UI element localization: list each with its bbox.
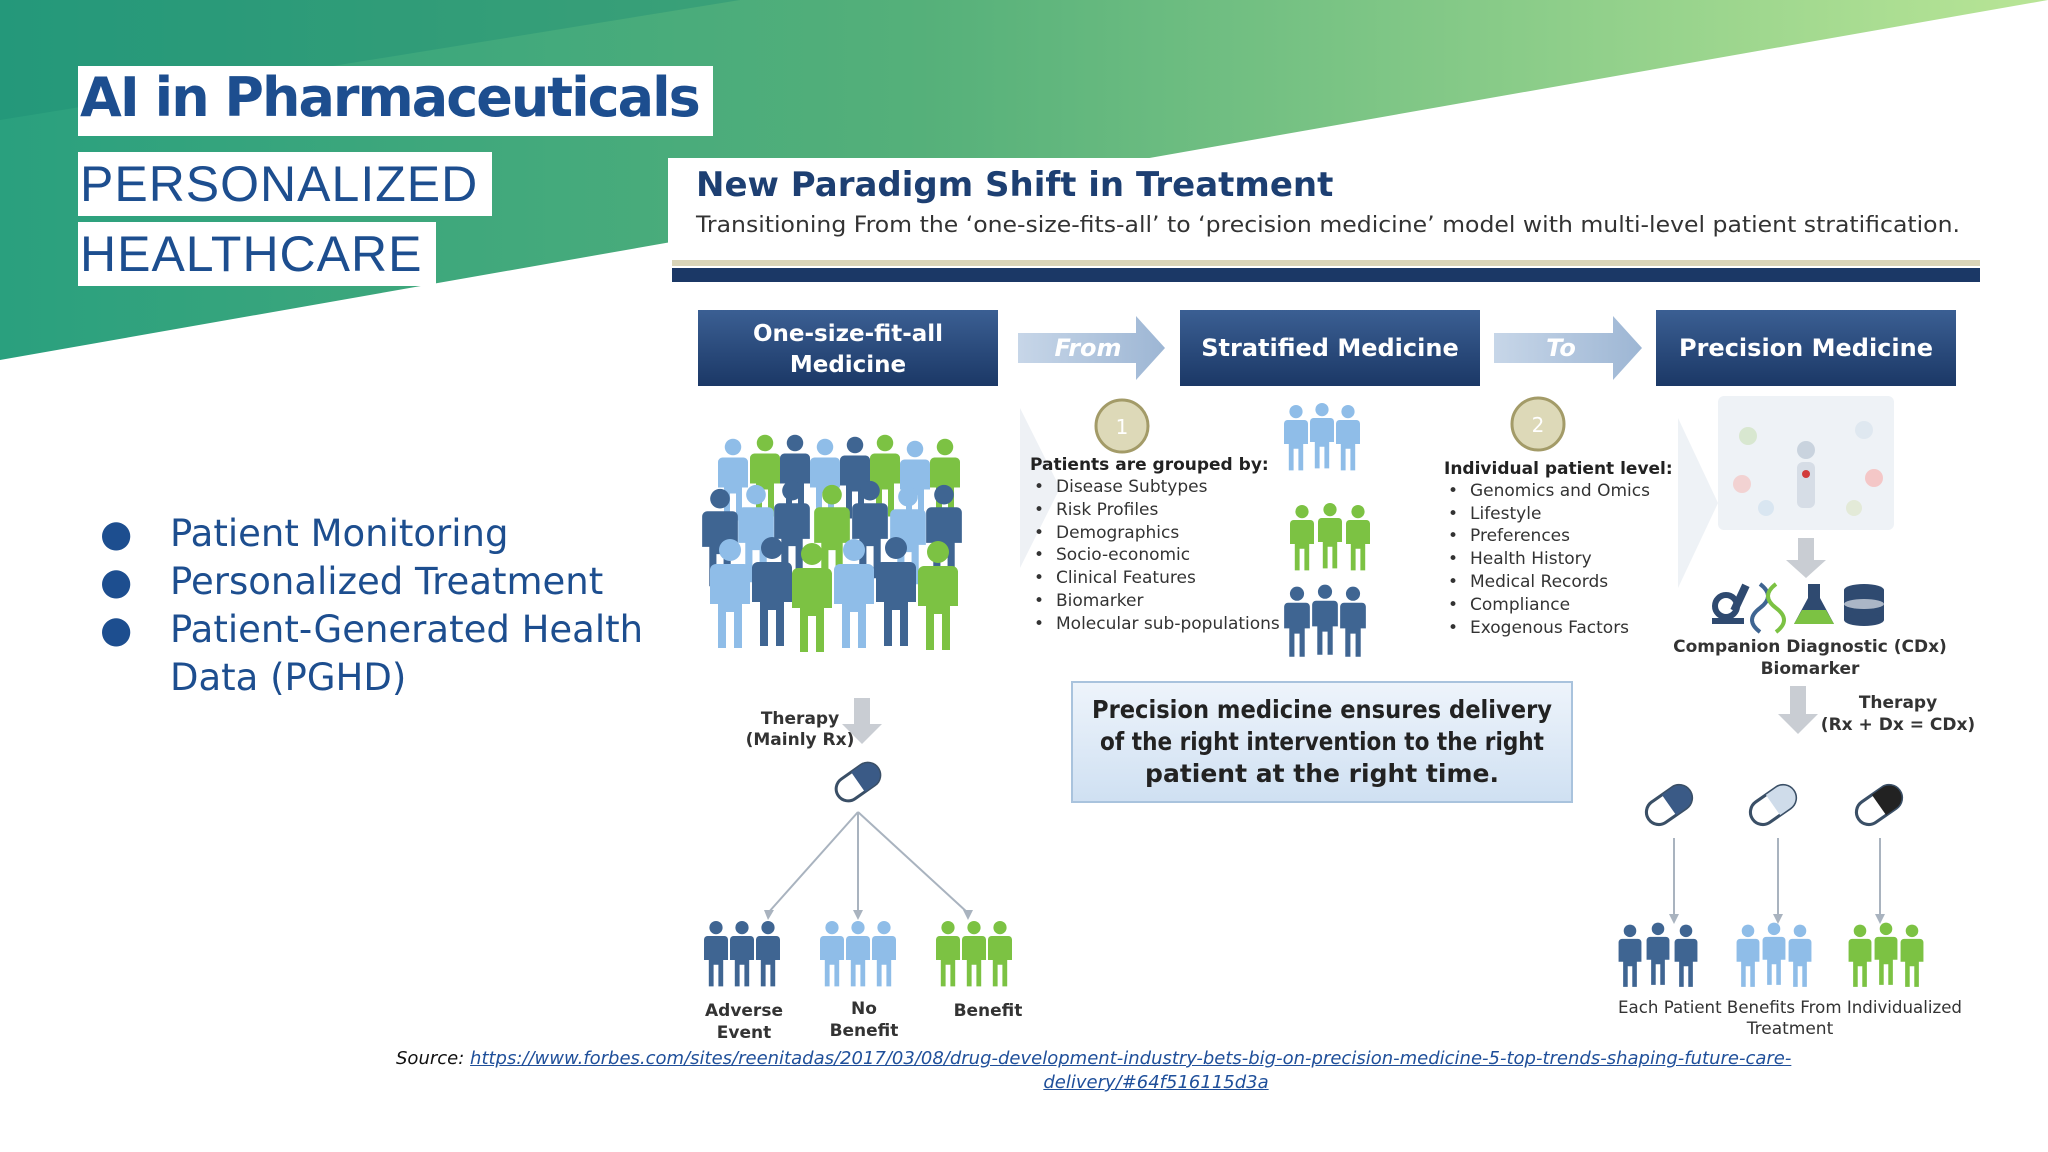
bullet-list: ● Patient Monitoring ● Personalized Treatm…	[98, 510, 730, 702]
svg-text:•: •	[1034, 500, 1044, 520]
callout-line1: Precision medicine ensures delivery	[1092, 695, 1552, 724]
svg-text:•: •	[1448, 618, 1458, 638]
to-arrow-icon: To	[1494, 316, 1642, 380]
therapy2-label-line2: (Rx + Dx = CDx)	[1821, 715, 1975, 735]
outcome-benefit: Benefit	[954, 1001, 1023, 1021]
therapy2-label-line1: Therapy	[1859, 693, 1937, 713]
bullet-dot-icon: ●	[100, 560, 133, 603]
individual-heading: Individual patient level:	[1444, 459, 1673, 479]
cdx-label-line1: Companion Diagnostic (CDx)	[1673, 637, 1947, 657]
individual-item: Medical Records	[1470, 572, 1608, 592]
down-arrow-icon	[1778, 686, 1818, 734]
stage-box-precision-label: Precision Medicine	[1679, 334, 1933, 362]
individual-item: Genomics and Omics	[1470, 481, 1650, 501]
svg-text:•: •	[1448, 481, 1458, 501]
benefit-caption-line2: Treatment	[1746, 1019, 1834, 1038]
bullet-text: Patient Monitoring	[170, 512, 509, 555]
stage-box-stratified: Stratified Medicine	[1180, 310, 1480, 386]
bullet-dot-icon: ●	[100, 608, 133, 651]
therapy-label-line1: Therapy	[761, 709, 839, 729]
stage-box-one-size-line2: Medicine	[790, 352, 906, 378]
outcome-adverse-line2: Event	[717, 1023, 771, 1038]
source-link-line1: https://www.forbes.com/sites/reenitadas/…	[470, 1048, 1792, 1069]
header-rule-navy	[672, 268, 1980, 282]
svg-text:•: •	[1448, 526, 1458, 546]
grouped-item: Demographics	[1056, 523, 1179, 543]
precision-arrow-lines	[1673, 838, 1881, 918]
bullet-dot-icon: ●	[100, 512, 133, 555]
figure-title: New Paradigm Shift in Treatment	[696, 165, 1333, 205]
grouped-item: Disease Subtypes	[1056, 477, 1208, 497]
slide-title: AI in Pharmaceuticals	[78, 66, 713, 136]
header-rule-gold	[672, 260, 1980, 266]
bullet-item: ● Patient-Generated Health Data (PGHD)	[98, 606, 730, 702]
individual-item: Health History	[1470, 549, 1592, 569]
step-2-badge: 2	[1510, 396, 1566, 452]
bullet-item: ● Patient Monitoring	[98, 510, 730, 558]
outcome-no-benefit-line2: Benefit	[830, 1021, 899, 1038]
svg-text:•: •	[1034, 568, 1044, 588]
from-label: From	[1054, 334, 1121, 362]
bullet-text: Personalized Treatment	[170, 560, 604, 603]
outcome-adverse-line1: Adverse	[705, 1001, 783, 1021]
grouped-heading: Patients are grouped by:	[1030, 455, 1269, 475]
svg-text:•: •	[1034, 614, 1044, 634]
individual-item: Lifestyle	[1470, 504, 1541, 524]
stage-box-one-size-line1: One-size-fit-all	[753, 321, 943, 347]
stage-box-stratified-label: Stratified Medicine	[1201, 334, 1458, 362]
svg-text:•: •	[1448, 504, 1458, 524]
bullet-item: ● Personalized Treatment	[98, 558, 730, 606]
to-label: To	[1546, 334, 1576, 362]
stage-box-precision: Precision Medicine	[1656, 310, 1956, 386]
source-link-line2: delivery/#64f516115d3a	[1043, 1072, 1269, 1093]
step-1-badge: 1	[1094, 398, 1150, 454]
individual-list: Individual patient level: • Genomics and …	[1444, 459, 1673, 638]
precision-diagnostic-image-icon	[1718, 396, 1894, 530]
benefit-caption-line1: Each Patient Benefits From Individualize…	[1618, 998, 1962, 1018]
grouped-item: Risk Profiles	[1056, 500, 1159, 520]
svg-text:•: •	[1448, 572, 1458, 592]
grouped-list: Patients are grouped by: • Disease Subtyp…	[1030, 455, 1280, 634]
svg-text:•: •	[1448, 549, 1458, 569]
down-arrow-icon	[842, 698, 882, 744]
outcome-no-benefit-line1: No	[851, 999, 877, 1019]
branch-lines	[767, 811, 969, 914]
source-label: Source:	[396, 1048, 465, 1069]
paradigm-shift-figure: New Paradigm Shift in Treatment Transiti…	[668, 158, 1980, 1038]
step-2-number: 2	[1532, 413, 1545, 437]
source-link[interactable]: https://www.forbes.com/sites/reenitadas/…	[396, 1048, 1916, 1095]
grouped-item: Molecular sub-populations	[1056, 614, 1280, 634]
svg-text:•: •	[1448, 595, 1458, 615]
svg-text:•: •	[1034, 591, 1044, 611]
bullet-text: Patient-Generated Health Data (PGHD)	[170, 608, 644, 699]
therapy-label-line2: (Mainly Rx)	[746, 730, 855, 750]
slide-subtitle-line-2: HEALTHCARE	[78, 222, 437, 286]
grouped-item: Clinical Features	[1056, 568, 1196, 588]
callout-line3: patient at the right time.	[1145, 759, 1499, 788]
step-1-number: 1	[1116, 415, 1129, 439]
from-arrow-icon: From	[1018, 316, 1165, 380]
individual-item: Exogenous Factors	[1470, 618, 1629, 638]
grouped-item: Biomarker	[1056, 591, 1143, 611]
individual-item: Preferences	[1470, 526, 1570, 546]
stage-box-one-size: One-size-fit-all Medicine	[698, 310, 998, 386]
source-citation: Source: https://www.forbes.com/sites/ree…	[396, 1047, 1916, 1095]
slide-subtitle-line-1: PERSONALIZED	[78, 152, 493, 216]
lab-equipment-icons	[1712, 582, 1884, 634]
figure-subtitle: Transitioning From the ‘one-size-fits-al…	[695, 213, 1960, 238]
svg-text:•: •	[1034, 523, 1044, 543]
callout-line2: of the right intervention to the right	[1100, 727, 1544, 756]
grouped-item: Socio-economic	[1056, 545, 1190, 565]
cdx-label-line2: Biomarker	[1761, 659, 1860, 679]
svg-text:•: •	[1034, 477, 1044, 497]
down-arrow-icon	[1786, 538, 1826, 578]
svg-text:•: •	[1034, 545, 1044, 565]
precision-callout-box: Precision medicine ensures delivery of t…	[1071, 681, 1573, 803]
individual-item: Compliance	[1470, 595, 1570, 615]
